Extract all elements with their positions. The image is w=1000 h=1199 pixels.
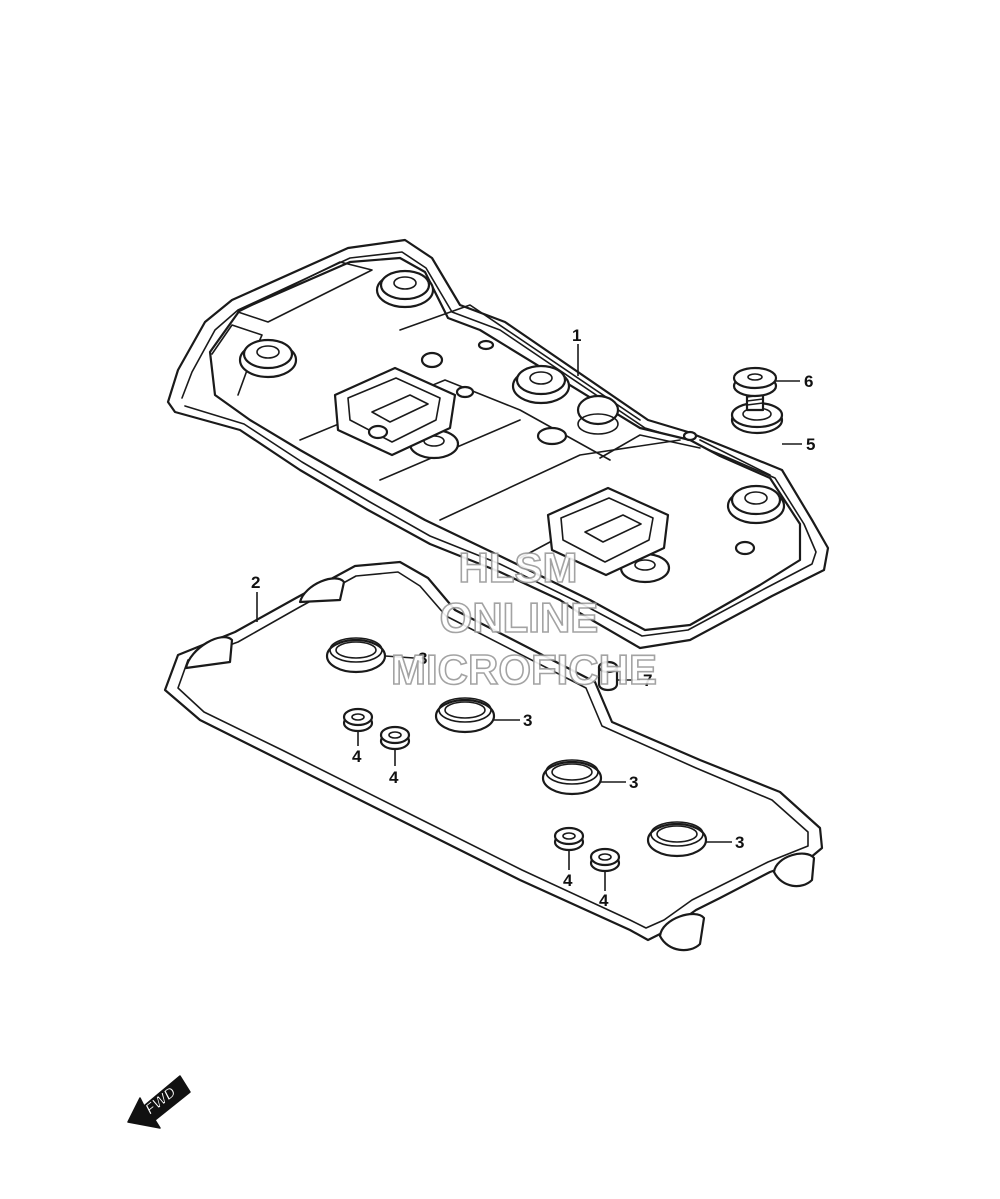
grommet-b[interactable] <box>379 725 411 751</box>
grommet-c[interactable] <box>553 826 585 852</box>
callout-4-b: 4 <box>389 768 399 787</box>
callout-3-c: 3 <box>629 773 638 792</box>
callout-3-a: 3 <box>418 649 427 668</box>
watermark-line-1: HLSM <box>459 544 578 591</box>
grommet-a[interactable] <box>342 707 374 733</box>
callout-5: 5 <box>806 435 815 454</box>
dowel-pin[interactable] <box>597 660 619 692</box>
callout-labels: 1 2 3 3 3 3 4 4 4 4 5 6 7 <box>251 326 815 910</box>
watermark: HLSM ONLINE MICROFICHE <box>390 543 658 694</box>
callout-2: 2 <box>251 573 260 592</box>
leader-lines <box>256 344 802 891</box>
bolt[interactable] <box>732 366 778 412</box>
plug-hole-seal-b[interactable] <box>434 697 496 734</box>
watermark-line-3: MICROFICHE <box>391 646 657 693</box>
plug-hole-seal-d[interactable] <box>646 821 708 858</box>
washer[interactable] <box>730 401 784 435</box>
watermark-line-2: ONLINE <box>440 594 599 641</box>
fwd-direction-arrow: FWD <box>127 1075 191 1129</box>
bolt-boss-3 <box>511 364 571 405</box>
cylinder-head-cover[interactable] <box>166 238 830 650</box>
callout-3-d: 3 <box>735 833 744 852</box>
plug-hole-left <box>333 366 457 457</box>
bolt-boss-1 <box>375 269 435 309</box>
callout-4-a: 4 <box>352 747 362 766</box>
plug-hole-seal-a[interactable] <box>325 637 387 674</box>
plug-hole-right <box>546 486 670 577</box>
callout-3-b: 3 <box>523 711 532 730</box>
bolt-boss-4 <box>726 484 786 525</box>
callout-4-c: 4 <box>563 871 573 890</box>
grommet-d[interactable] <box>589 847 621 873</box>
bolt-boss-2 <box>238 338 298 379</box>
callout-7: 7 <box>643 671 652 690</box>
callout-6: 6 <box>804 372 813 391</box>
callout-4-d: 4 <box>599 891 609 910</box>
callout-1: 1 <box>572 326 581 345</box>
plug-hole-seal-c[interactable] <box>541 759 603 796</box>
